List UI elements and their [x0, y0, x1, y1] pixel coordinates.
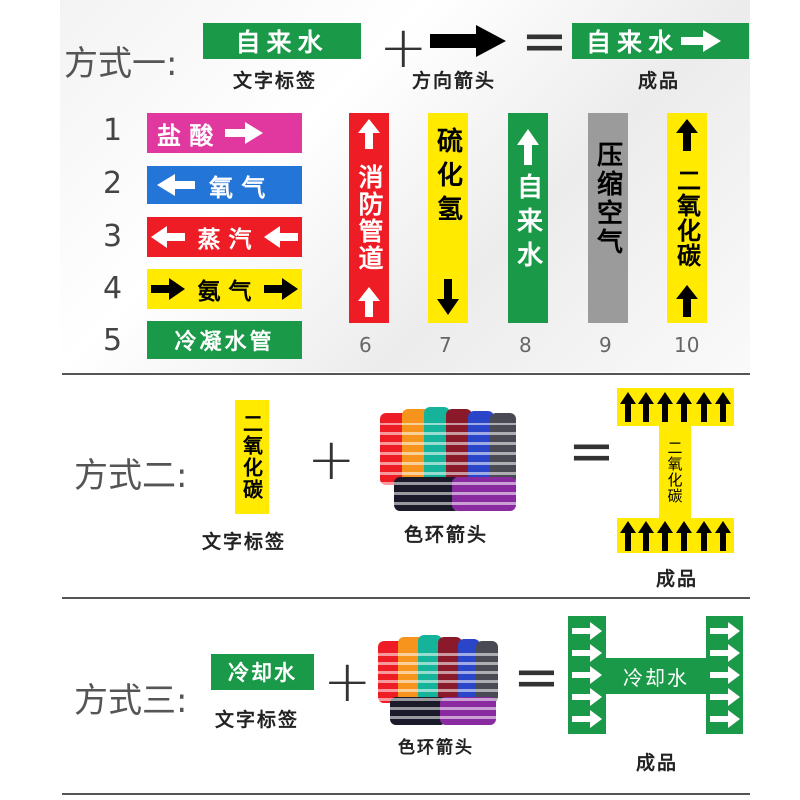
right-arrows-icon	[710, 622, 740, 728]
method-2-title: 方式二:	[74, 456, 188, 496]
method-3-rings-caption: 色环箭头	[398, 738, 474, 758]
sample-tag-text: 消防管道	[355, 164, 384, 272]
sample-tag-compressed-air: 压缩空气	[588, 113, 628, 323]
method-1-product-text: 自来水	[586, 28, 680, 57]
up-arrows-icon	[619, 392, 731, 422]
row-number: 1	[103, 113, 123, 148]
method-2-product: 二氧化碳	[617, 388, 734, 553]
method-2-rings-caption: 色环箭头	[404, 524, 489, 546]
sample-tag-fire-pipe: 消防管道	[349, 113, 389, 323]
method-3-product-caption: 成品	[636, 752, 679, 774]
method-1-text-label-caption: 文字标签	[233, 70, 318, 92]
sample-tag-text: 蒸 汽	[197, 227, 252, 253]
sample-tag-text: 氨 气	[197, 279, 252, 305]
right-arrow-icon	[681, 30, 722, 52]
right-arrow-icon	[225, 122, 264, 144]
method-3-text-label-tag: 冷却水	[211, 654, 314, 690]
sample-tag-oxygen: 氧 气	[147, 166, 302, 204]
row-number: 5	[103, 323, 123, 358]
column-number: 10	[674, 333, 700, 357]
column-number: 7	[439, 333, 452, 357]
method-3-product-text: 冷却水	[623, 665, 689, 690]
sample-tag-steam: 蒸 汽	[147, 217, 302, 257]
row-number: 3	[103, 219, 123, 254]
color-ring-arrow-tape-rolls	[380, 405, 518, 513]
direction-arrow-icon	[430, 25, 506, 57]
equals-sign: =	[568, 419, 615, 484]
method-3-title: 方式三:	[74, 681, 188, 721]
method-1-product-tag: 自来水	[572, 23, 749, 59]
method-2-product-label: 二氧化碳	[659, 426, 691, 518]
column-number: 9	[599, 333, 612, 357]
sample-tag-hydrogen-sulfide: 硫化氢	[428, 113, 468, 323]
left-arrow-icon	[157, 174, 195, 196]
down-arrow-icon	[437, 279, 459, 315]
section-divider	[62, 793, 750, 795]
up-arrows-icon	[619, 520, 731, 551]
sample-tag-text: 压缩空气	[592, 141, 623, 257]
method-2-text-label-text: 二氧化碳	[239, 413, 264, 501]
bottom-arrow-band	[617, 518, 734, 553]
method-2-product-caption: 成品	[656, 568, 699, 590]
left-arrow-band	[568, 616, 606, 734]
method-3-product: 冷却水	[568, 616, 743, 734]
method-2-product-text: 二氧化碳	[665, 440, 684, 504]
sample-tag-tap-water: 自来水	[508, 113, 548, 323]
up-arrow-icon	[517, 129, 539, 165]
method-3-text-label-caption: 文字标签	[215, 709, 300, 731]
method-3-product-label: 冷却水	[606, 658, 706, 694]
top-arrow-band	[617, 388, 734, 426]
up-arrow-icon	[676, 285, 698, 317]
right-arrow-icon	[151, 278, 185, 300]
sample-tag-text: 氧 气	[209, 173, 266, 202]
sample-tag-condensate-pipe: 冷凝水管	[147, 321, 302, 359]
right-arrows-icon	[572, 622, 602, 728]
up-arrow-icon	[676, 119, 698, 151]
sample-tag-text: 硫化氢	[432, 127, 463, 229]
row-number: 4	[103, 271, 123, 306]
right-arrow-icon	[263, 278, 298, 300]
sample-tag-ammonia: 氨 气	[147, 269, 302, 309]
method-1-text-label-tag: 自来水	[203, 23, 361, 59]
sample-tag-text: 自来水	[512, 173, 543, 275]
plus-sign: +	[323, 647, 372, 715]
sample-tag-text: 二氧化碳	[672, 168, 701, 268]
left-arrow-icon	[151, 226, 185, 248]
sample-tag-text: 盐 酸	[157, 121, 214, 150]
equals-sign: =	[513, 645, 560, 710]
tape-arrow-pattern	[380, 423, 518, 505]
method-1-title: 方式一:	[64, 44, 178, 84]
plus-sign: +	[379, 13, 428, 81]
equals-sign: =	[521, 9, 568, 74]
method-2-text-label-caption: 文字标签	[202, 531, 287, 553]
method-2-text-label-tag: 二氧化碳	[235, 400, 269, 514]
section-divider	[62, 597, 750, 599]
method-1-arrow-caption: 方向箭头	[412, 70, 497, 92]
sample-tag-hydrochloric-acid: 盐 酸	[147, 113, 302, 153]
sample-tag-carbon-dioxide: 二氧化碳	[667, 113, 707, 323]
row-number: 2	[103, 166, 123, 201]
plus-sign: +	[307, 425, 356, 493]
section-divider	[62, 373, 750, 375]
color-ring-arrow-tape-rolls	[378, 635, 498, 725]
right-arrow-band	[706, 616, 743, 734]
left-arrow-icon	[263, 226, 298, 248]
up-arrow-icon	[358, 287, 380, 317]
method-1-product-caption: 成品	[638, 70, 681, 92]
up-arrow-icon	[358, 119, 380, 149]
column-number: 6	[359, 333, 372, 357]
tape-arrow-pattern	[378, 649, 498, 719]
column-number: 8	[519, 333, 532, 357]
